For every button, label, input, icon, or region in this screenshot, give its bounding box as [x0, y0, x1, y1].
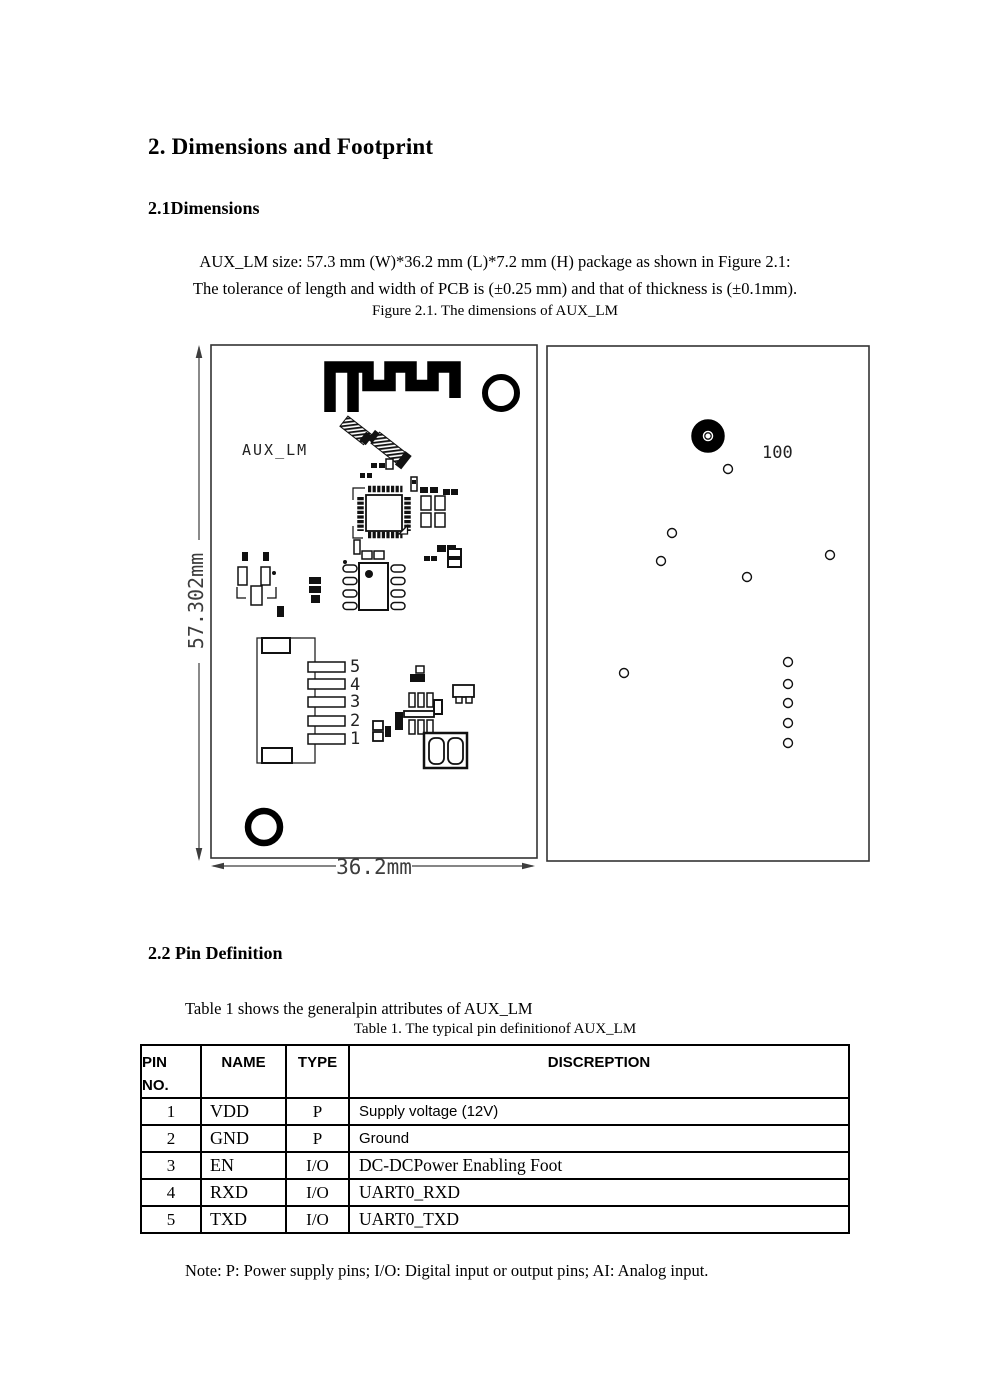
- header-discreption: DISCREPTION: [348, 1044, 850, 1099]
- pin-label-2: 2: [350, 711, 360, 731]
- dual-pad-component: [422, 731, 469, 770]
- cell-desc: UART0_TXD: [348, 1205, 850, 1234]
- figure-pcb-dimensions: 57.302mm 36.2mm AUX_LM: [184, 344, 870, 879]
- cell-pin-no: 5: [140, 1205, 202, 1234]
- figure-caption: Figure 2.1. The dimensions of AUX_LM: [372, 303, 618, 319]
- cell-type: I/O: [285, 1151, 350, 1180]
- footnote: Note: P: Power supply pins; I/O: Digital…: [185, 1261, 709, 1280]
- pin-connector: 5 4 3 2 1: [256, 637, 360, 764]
- cell-type: I/O: [285, 1205, 350, 1234]
- cell-pin-no: 4: [140, 1178, 202, 1207]
- cell-type: P: [285, 1097, 350, 1126]
- cell-pin-no: 3: [140, 1151, 202, 1180]
- table-row: 2 GND P Ground: [140, 1124, 850, 1153]
- crystal-component: [420, 495, 446, 528]
- board-silkscreen-label: AUX_LM: [242, 441, 308, 459]
- dimensions-paragraph-line2: The tolerance of length and width of PCB…: [192, 279, 798, 298]
- cell-type: I/O: [285, 1178, 350, 1207]
- cell-desc: Ground: [348, 1124, 850, 1153]
- table-row: 3 EN I/O DC-DCPower Enabling Foot: [140, 1151, 850, 1180]
- table-intro: Table 1 shows the generalpin attributes …: [185, 999, 533, 1018]
- pin-label-5: 5: [350, 657, 360, 677]
- diagonal-component-1: [339, 415, 373, 446]
- cell-pin-no: 2: [140, 1124, 202, 1153]
- cell-name: EN: [200, 1151, 287, 1180]
- pad-100: [691, 419, 725, 453]
- pin-definition-table: PIN NO. NAME TYPE DISCREPTION 1 VDD P Su…: [140, 1044, 850, 1234]
- small-components-mid: [353, 539, 462, 568]
- left-component-group: [236, 552, 321, 617]
- header-pin-no: PIN NO.: [140, 1044, 202, 1099]
- diagonal-component-2: [367, 429, 412, 470]
- dimension-width: 36.2mm: [211, 855, 535, 879]
- table-row: 5 TXD I/O UART0_TXD: [140, 1205, 850, 1234]
- mounting-hole-top: [482, 374, 520, 412]
- small-components-upper: [360, 458, 458, 495]
- cell-name: GND: [200, 1124, 287, 1153]
- dimensions-paragraph-line1: AUX_LM size: 57.3 mm (W)*36.2 mm (L)*7.2…: [199, 252, 791, 271]
- pad-100-label: 100: [762, 443, 793, 463]
- height-dimension-label: 57.302mm: [184, 553, 208, 649]
- cell-desc: DC-DCPower Enabling Foot: [348, 1151, 850, 1180]
- antenna-trace: [324, 361, 461, 412]
- header-name: NAME: [200, 1044, 287, 1099]
- pin-label-4: 4: [350, 675, 360, 695]
- small-components-lower: [372, 665, 475, 742]
- main-ic-qfn: [352, 485, 411, 539]
- sop8-ic: [342, 560, 406, 611]
- cell-name: RXD: [200, 1178, 287, 1207]
- table-row: 1 VDD P Supply voltage (12V): [140, 1097, 850, 1126]
- table-header-row: PIN NO. NAME TYPE DISCREPTION: [140, 1044, 850, 1099]
- pin-label-1: 1: [350, 729, 360, 749]
- width-dimension-label: 36.2mm: [336, 855, 412, 879]
- subsection-pins-title: 2.2 Pin Definition: [148, 943, 283, 963]
- cell-name: VDD: [200, 1097, 287, 1126]
- board-bottom-view-outline: [546, 345, 870, 862]
- mounting-hole-bottom: [244, 807, 284, 847]
- subsection-dimensions-title: 2.1Dimensions: [148, 198, 260, 218]
- section-title: 2. Dimensions and Footprint: [148, 134, 434, 159]
- cell-desc: UART0_RXD: [348, 1178, 850, 1207]
- table-row: 4 RXD I/O UART0_RXD: [140, 1178, 850, 1207]
- table-caption: Table 1. The typical pin definitionof AU…: [353, 1021, 637, 1037]
- pin-label-3: 3: [350, 692, 360, 712]
- cell-pin-no: 1: [140, 1097, 202, 1126]
- dimension-height: 57.302mm: [184, 345, 208, 861]
- cell-type: P: [285, 1124, 350, 1153]
- bottom-view-pads: 100: [618, 419, 836, 749]
- cell-desc: Supply voltage (12V): [348, 1097, 850, 1126]
- cell-name: TXD: [200, 1205, 287, 1234]
- header-type: TYPE: [285, 1044, 350, 1099]
